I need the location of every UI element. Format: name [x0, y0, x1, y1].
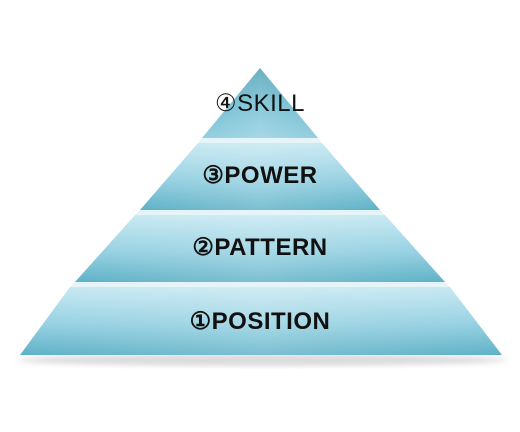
tier-power-label: ③POWER — [202, 162, 317, 189]
tier-separator-2 — [135, 210, 385, 215]
tier-skill-highlight — [202, 68, 318, 138]
tier-pattern-highlight — [75, 215, 445, 282]
tier-separator-1 — [198, 138, 322, 143]
tier-power-highlight — [140, 143, 380, 210]
tier-separator-3 — [70, 282, 450, 287]
tier-position-label: ①POSITION — [190, 308, 331, 335]
tier-pattern-label: ②PATTERN — [192, 234, 327, 261]
ground-shadow — [17, 354, 507, 366]
tier-position-highlight — [20, 287, 502, 355]
tier-skill-label: ④SKILL — [215, 90, 305, 117]
